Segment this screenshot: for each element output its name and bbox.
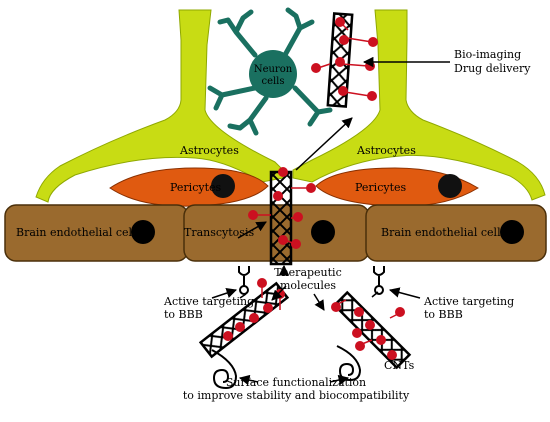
surface-polymer-right	[336, 345, 362, 382]
molecule	[365, 320, 375, 330]
endothelial-nucleus-right	[500, 220, 524, 244]
transcytosis-upward-arrow	[295, 117, 353, 171]
receptor-left	[238, 266, 250, 295]
molecule	[368, 37, 378, 47]
active-targeting-right-pointer	[388, 287, 421, 299]
neuron-cell	[207, 7, 333, 136]
astrocytes-left-label: Astrocytes	[179, 144, 239, 157]
molecule	[367, 91, 377, 101]
therapeutic-arrow-right	[313, 293, 325, 311]
molecule	[263, 303, 273, 313]
astrocytes-right-label: Astrocytes	[356, 144, 416, 157]
molecule	[249, 313, 259, 323]
pericyte-right	[315, 167, 479, 207]
pericyte-nucleus-right	[438, 174, 462, 198]
cnts-label: CNTs	[384, 359, 415, 372]
pericyte-left	[109, 167, 269, 207]
molecule	[339, 35, 349, 45]
endothelial-left-label: Brain endothelial cells	[16, 226, 142, 239]
molecule	[335, 17, 345, 27]
endothelial-right-label: Brain endothelial cells	[381, 226, 507, 239]
molecule	[395, 307, 405, 317]
astrocyte-right	[292, 9, 546, 201]
surface-arrow-right	[329, 374, 350, 386]
endothelial-cell-right	[365, 204, 547, 262]
molecule	[235, 322, 245, 332]
endothelial-nucleus-middle	[311, 220, 335, 244]
receptor-right	[373, 266, 385, 295]
molecule	[223, 331, 233, 341]
astrocyte-left	[35, 9, 284, 203]
molecule	[257, 278, 267, 288]
molecule	[278, 167, 288, 177]
drug-delivery-label: Drug delivery	[454, 62, 531, 75]
surface-polymer-left	[211, 349, 238, 390]
pericyte-nucleus-left	[211, 174, 235, 198]
molecule	[387, 350, 397, 360]
molecule	[335, 57, 345, 67]
pericytes-left-label: Pericytes	[170, 181, 221, 194]
cnt-transcytosis	[248, 167, 316, 266]
bioimaging-label: Bio-imaging	[454, 48, 521, 61]
surface-arrow-left	[238, 374, 259, 386]
pericytes-right-label: Pericytes	[355, 181, 406, 194]
cnt-lower-right	[331, 290, 412, 382]
molecule	[331, 302, 341, 312]
endothelial-nucleus-left	[131, 220, 155, 244]
cnt-bioimaging	[311, 12, 378, 108]
transcytosis-pointer	[237, 221, 267, 239]
endothelial-cell-left	[4, 204, 189, 262]
molecule	[306, 183, 316, 193]
molecule	[273, 191, 283, 201]
molecule	[338, 86, 348, 96]
cnt-lower-left	[198, 278, 290, 390]
molecule	[291, 239, 301, 249]
molecule	[376, 335, 386, 345]
therapeutic-arrow-left	[271, 285, 287, 301]
molecule	[278, 235, 288, 245]
transcytosis-label: Transcytosis	[184, 226, 254, 239]
molecule	[352, 328, 362, 338]
molecule	[248, 210, 258, 220]
molecule	[354, 307, 364, 317]
molecule	[311, 63, 321, 73]
molecule	[355, 341, 365, 351]
active-targeting-left-pointer	[211, 288, 237, 299]
molecule	[293, 212, 303, 222]
